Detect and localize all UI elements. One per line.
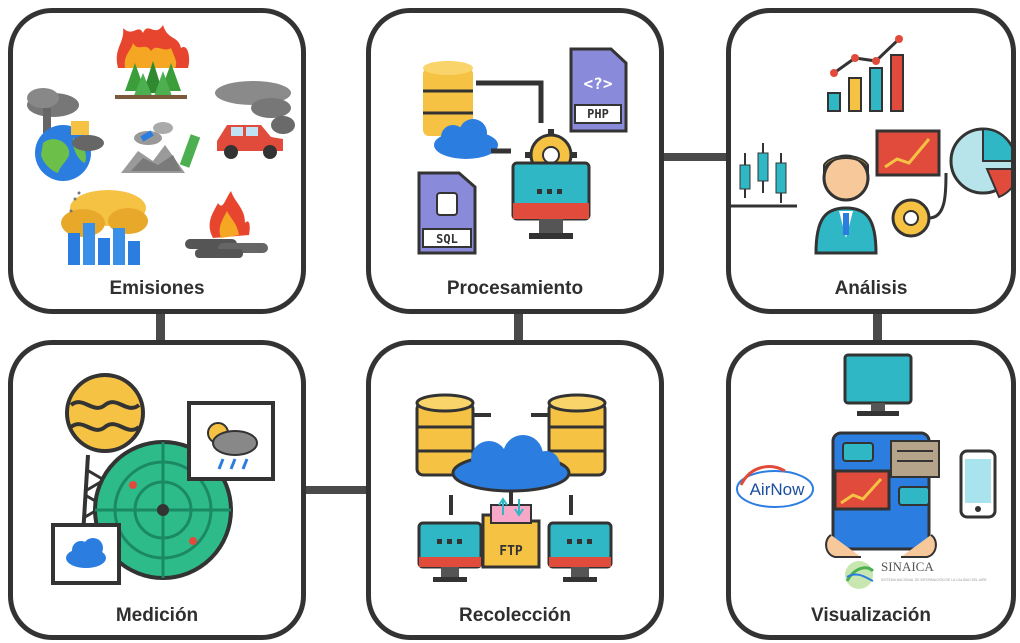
- recoleccion-illustration: FTP: [415, 393, 613, 582]
- php-file-icon: PHP <?>: [569, 47, 628, 133]
- stage-label-procesamiento: Procesamiento: [446, 278, 584, 299]
- cloud-icon: [51, 523, 121, 585]
- airnow-text: AirNow: [750, 480, 806, 499]
- connector-recoleccion-procesamiento: [514, 308, 523, 348]
- candlestick-icon: [731, 143, 797, 208]
- stage-analisis: Análisis: [726, 8, 1016, 314]
- medicion-illustration: [51, 373, 275, 585]
- factory-earth-icon: [27, 88, 104, 181]
- stage-recoleccion: FTP Recolección: [366, 340, 664, 640]
- report-chart-icon: [833, 469, 891, 511]
- visualizacion-illustration: AirNow SINAICA SISTEMA NACIONAL DE INFOR…: [736, 353, 997, 589]
- bar-chart-icon: [827, 35, 904, 112]
- stage-label-recoleccion: Recolección: [459, 605, 571, 626]
- garbage-burning-icon: [121, 122, 201, 173]
- emisiones-illustration: [27, 25, 295, 265]
- server-icon: [417, 521, 483, 582]
- stage-label-analisis: Análisis: [834, 278, 908, 299]
- stage-label-visualizacion: Visualización: [810, 605, 932, 626]
- analyst-icon: [814, 154, 878, 255]
- sql-file-icon: SQL: [417, 171, 477, 255]
- forest-fire-icon: [115, 25, 190, 99]
- city-pollution-icon: [61, 190, 148, 265]
- gear-icon: [891, 198, 931, 238]
- connector-procesamiento-analisis: [660, 153, 732, 161]
- airnow-logo: AirNow: [736, 465, 814, 508]
- cloud-icon: [451, 435, 571, 493]
- procesamiento-illustration: PHP <?> SQL: [417, 47, 628, 255]
- stage-medicion: Medición: [8, 340, 306, 640]
- sql-label: SQL: [436, 232, 458, 246]
- connector-emisiones-medicion: [156, 308, 165, 348]
- sinaica-logo: SINAICA SISTEMA NACIONAL DE INFORMACIÓN …: [845, 559, 988, 589]
- weather-icon: [187, 401, 275, 481]
- server-icon: [547, 521, 613, 582]
- stage-emisiones: Emisiones: [8, 8, 306, 314]
- ftp-folder-icon: FTP: [481, 497, 541, 569]
- ftp-label: FTP: [499, 544, 523, 559]
- pie-chart-icon: [949, 127, 1011, 199]
- car-exhaust-icon: [215, 81, 295, 159]
- analisis-illustration: [731, 35, 1011, 255]
- cloud-icon: [434, 119, 498, 159]
- phone-icon: [959, 449, 997, 519]
- sinaica-subtext: SISTEMA NACIONAL DE INFORMACIÓN DE LA CA…: [881, 577, 988, 582]
- stage-procesamiento: PHP <?> SQL Procesamiento: [366, 8, 664, 314]
- database-icon: [423, 61, 473, 136]
- stage-visualizacion: AirNow SINAICA SISTEMA NACIONAL DE INFOR…: [726, 340, 1016, 640]
- database-icon: [547, 393, 607, 477]
- php-label: PHP: [587, 107, 609, 121]
- campfire-icon: [185, 191, 268, 258]
- stage-label-emisiones: Emisiones: [109, 278, 205, 299]
- report-chart-icon: [875, 129, 941, 177]
- stage-label-medicion: Medición: [115, 605, 199, 626]
- connector-medicion-recoleccion: [300, 486, 370, 494]
- sinaica-text: SINAICA: [881, 559, 934, 574]
- php-tag: <?>: [584, 74, 613, 93]
- monitor-icon: [511, 161, 591, 239]
- connector-analisis-visualizacion: [873, 308, 882, 348]
- monitor-icon: [843, 353, 913, 416]
- database-icon: [415, 393, 475, 477]
